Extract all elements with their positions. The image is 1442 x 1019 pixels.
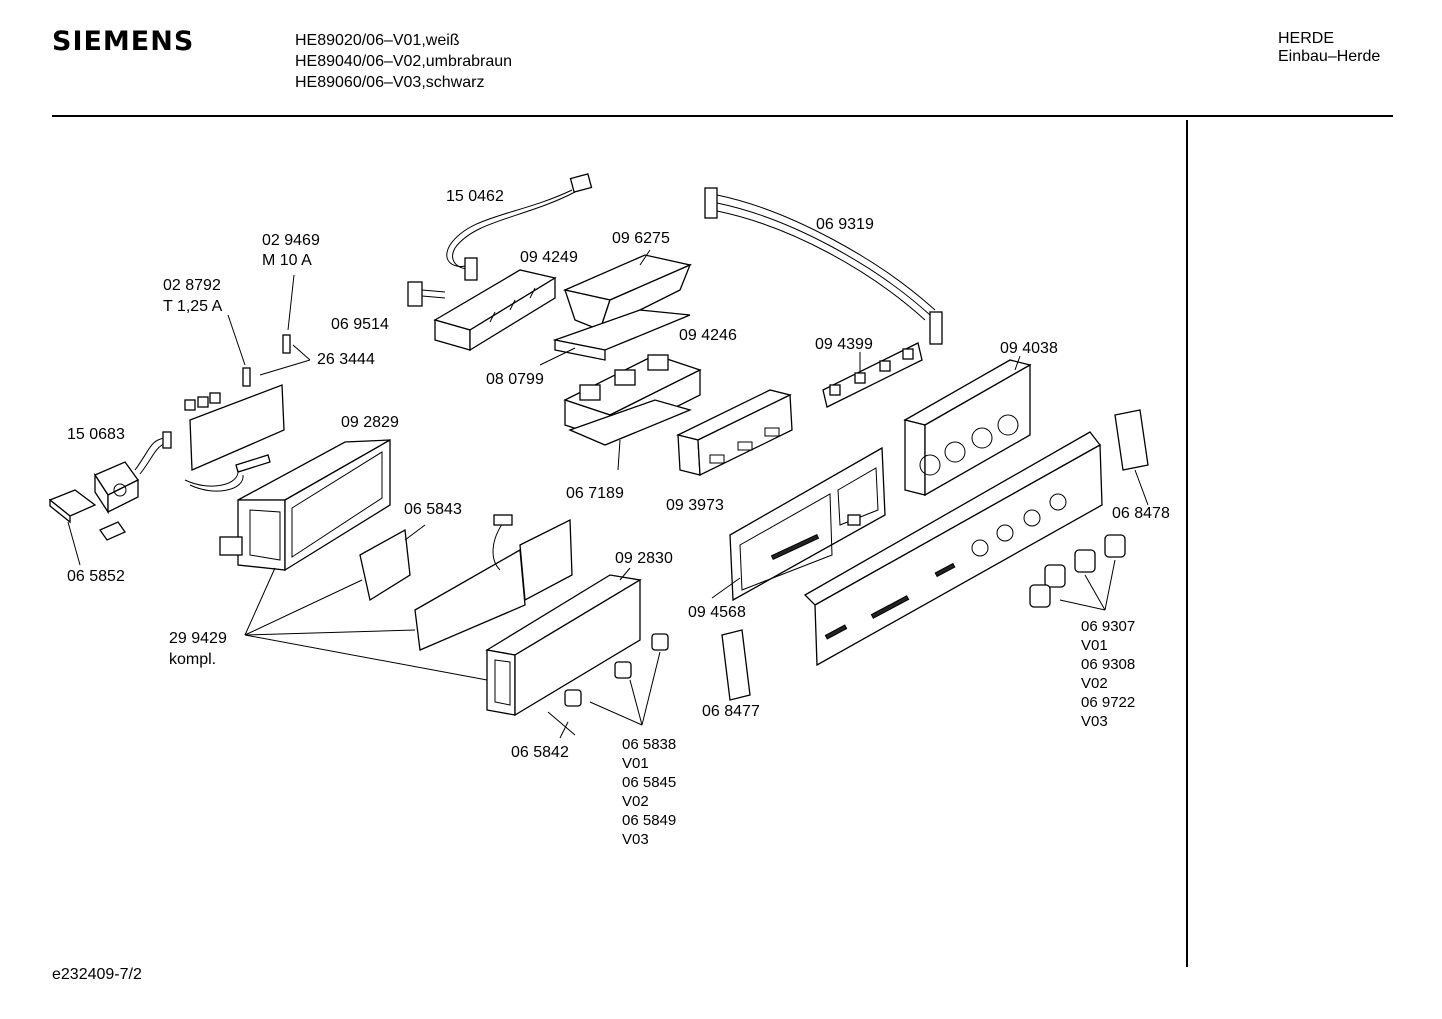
part-label: 15 0683 xyxy=(67,426,125,443)
part-label: 06 8478 xyxy=(1112,505,1170,522)
part-label: 09 4038 xyxy=(1000,340,1058,357)
housing-092829 xyxy=(219,438,391,572)
knob-variant: V01 xyxy=(622,755,649,772)
part-label: 09 4246 xyxy=(679,327,737,344)
knob-variant: 06 5845 xyxy=(622,774,677,791)
connector-069514 xyxy=(407,281,446,307)
category-title: HERDE xyxy=(1278,30,1335,47)
category-block: HERDE Einbau–Herde xyxy=(1278,30,1380,66)
part-label: T 1,25 A xyxy=(163,298,223,315)
large-knobs xyxy=(1029,534,1126,611)
category-subtitle: Einbau–Herde xyxy=(1278,48,1381,65)
bracket-068478 xyxy=(1114,409,1149,506)
part-label: 06 5852 xyxy=(67,568,125,585)
knob-variant: V02 xyxy=(1081,675,1108,692)
part-label: 02 9469 xyxy=(262,232,320,249)
model-list: HE89020/06–V01,weiß HE89040/06–V02,umbra… xyxy=(295,30,512,93)
part-label: 09 2830 xyxy=(615,550,673,567)
part-label: 09 2829 xyxy=(341,414,399,431)
leaders-299429 xyxy=(244,567,488,681)
display-panel-094568 xyxy=(711,446,886,602)
board-094249 xyxy=(433,269,557,352)
part-label: 06 7189 xyxy=(566,485,624,502)
connector-065852 xyxy=(48,489,126,566)
knob-variant: V01 xyxy=(1081,637,1108,654)
control-board-094038 xyxy=(903,355,1032,497)
part-label: 09 6275 xyxy=(612,230,670,247)
knob-variant: 06 5838 xyxy=(622,736,677,753)
knob-variant-list: 06 9307 V01 06 9308 V02 06 9722 V03 xyxy=(1081,617,1135,731)
part-label: 06 8477 xyxy=(702,703,760,720)
part-label: 29 9429 xyxy=(169,630,227,647)
board-263444 xyxy=(184,384,285,492)
knob-variant: 06 5849 xyxy=(622,812,677,829)
knob-variant: V03 xyxy=(1081,713,1108,730)
part-label: M 10 A xyxy=(262,252,312,269)
small-knobs xyxy=(547,633,669,739)
part-label: 09 4399 xyxy=(815,336,873,353)
model-line: HE89020/06–V01,weiß xyxy=(295,32,460,49)
brand-logo: SIEMENS xyxy=(52,26,195,57)
document-id: e232409-7/2 xyxy=(52,966,142,983)
part-label: 09 4568 xyxy=(688,604,746,621)
fuse-028792 xyxy=(227,314,251,387)
knob-variant: 06 9307 xyxy=(1081,618,1136,635)
part-label: 06 5843 xyxy=(404,501,462,518)
part-label: 06 9319 xyxy=(816,216,874,233)
knob-variant: V03 xyxy=(622,831,649,848)
panel-092830 xyxy=(485,567,642,717)
part-label: 08 0799 xyxy=(486,371,544,388)
part-label: 26 3444 xyxy=(317,351,375,368)
part-label: 06 5842 xyxy=(511,744,569,761)
ribbon-cable-069319 xyxy=(704,187,943,345)
display-board xyxy=(414,514,573,651)
bracket-093973 xyxy=(676,389,793,477)
board-065843 xyxy=(359,524,426,602)
part-label: 09 4249 xyxy=(520,249,578,266)
tray-096275 xyxy=(562,249,693,332)
cable-150462 xyxy=(446,173,593,281)
part-label: 09 3973 xyxy=(666,497,724,514)
model-line: HE89040/06–V02,umbrabraun xyxy=(295,53,513,70)
transformer-150683 xyxy=(94,431,172,515)
front-panel xyxy=(803,431,1103,667)
part-label: 15 0462 xyxy=(446,188,504,205)
part-label: 06 9514 xyxy=(331,316,389,333)
fuse-029469 xyxy=(282,274,295,354)
panel-080799 xyxy=(539,309,691,366)
knob-variant: V02 xyxy=(622,793,649,810)
part-label: kompl. xyxy=(169,651,217,668)
part-label: 02 8792 xyxy=(163,277,221,294)
knob-variant: 06 9722 xyxy=(1081,694,1136,711)
relay-block-094246 xyxy=(563,354,702,471)
knob-variant-list: 06 5838 V01 06 5845 V02 06 5849 V03 xyxy=(622,735,676,849)
board-094399 xyxy=(822,342,923,408)
model-line: HE89060/06–V03,schwarz xyxy=(295,74,485,91)
knob-variant: 06 9308 xyxy=(1081,656,1136,673)
bracket-068477 xyxy=(721,629,751,701)
